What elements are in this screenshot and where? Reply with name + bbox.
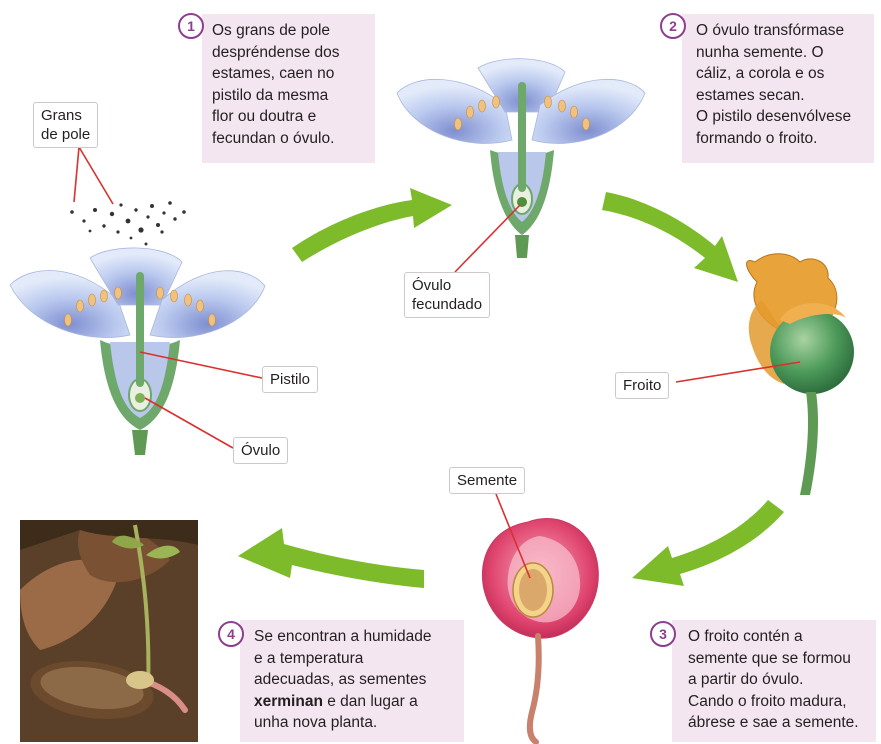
step-2-text: O óvulo transfórmase nunha semente. O cá…	[688, 20, 866, 149]
fertilized-ovule-label: Óvulo fecundado	[404, 272, 490, 318]
step-1-text: Os grans de pole despréndense dos estame…	[208, 20, 367, 149]
pollen-label-line: Grans	[41, 106, 90, 125]
step-4-line: adecuadas, as sementes	[254, 669, 456, 691]
arrow-2-to-3	[602, 192, 738, 282]
step-2-line: O pistilo desenvólvese	[696, 106, 866, 128]
flower-illustration-2	[397, 59, 645, 258]
step-3-box: O froito contén a semente que se formou …	[672, 620, 876, 742]
step-2-number-badge: 2	[660, 13, 686, 39]
step-4-line: xerminan e dan lugar a	[254, 691, 456, 713]
flower-illustration-1	[10, 248, 265, 455]
step-4-line: e a temperatura	[254, 648, 456, 670]
pollen-label: Grans de pole	[33, 102, 98, 148]
step-1-number-badge: 1	[178, 13, 204, 39]
seedling-photo	[20, 520, 198, 742]
step-4-bold-term: xerminan	[254, 693, 323, 710]
step-3-text: O froito contén a semente que se formou …	[678, 626, 868, 734]
step-3-line: O froito contén a	[688, 626, 868, 648]
step-3-line: Cando o froito madura,	[688, 691, 868, 713]
fruit-illustration	[747, 254, 854, 495]
arrow-1-to-2	[292, 188, 452, 262]
step-2-line: formando o froito.	[696, 128, 866, 150]
step-4-box: Se encontran a humidade e a temperatura …	[240, 620, 464, 742]
step-1-line: pistilo da mesma	[212, 85, 367, 107]
step-4-line-rest: e dan lugar a	[323, 693, 418, 710]
step-2-line: estames secan.	[696, 85, 866, 107]
step-2-line: cáliz, a corola e os	[696, 63, 866, 85]
step-3-line: a partir do óvulo.	[688, 669, 868, 691]
step-1-box: Os grans de pole despréndense dos estame…	[202, 14, 375, 163]
step-3-line: ábrese e sae a semente.	[688, 712, 868, 734]
seed-label: Semente	[449, 467, 525, 494]
arrow-3-to-4	[632, 500, 784, 586]
seed-illustration	[482, 519, 598, 742]
pollen-leader-1	[74, 147, 79, 202]
pollen-label-line: de pole	[41, 125, 90, 144]
pollen-leader-2	[79, 147, 113, 204]
step-2-line: O óvulo transfórmase	[696, 20, 866, 42]
step-4-number-badge: 4	[218, 621, 244, 647]
pistil-label: Pistilo	[262, 366, 318, 393]
step-4-line: unha nova planta.	[254, 712, 456, 734]
arrow-4-to-1	[238, 528, 424, 588]
step-4-text: Se encontran a humidade e a temperatura …	[246, 626, 456, 734]
step-3-line: semente que se formou	[688, 648, 868, 670]
fertilized-ovule-leader	[455, 205, 520, 272]
ovule-leader	[145, 398, 233, 448]
step-2-box: O óvulo transfórmase nunha semente. O cá…	[682, 14, 874, 163]
step-3-number-badge: 3	[650, 621, 676, 647]
step-1-line: Os grans de pole	[212, 20, 367, 42]
fruit-label: Froito	[615, 372, 669, 399]
seedling-photo-art	[20, 520, 198, 742]
step-1-line: fecundan o óvulo.	[212, 128, 367, 150]
step-1-line: estames, caen no	[212, 63, 367, 85]
pollen-grains	[70, 201, 186, 245]
step-4-line: Se encontran a humidade	[254, 626, 456, 648]
fertilized-ovule-label-line: Óvulo	[412, 276, 482, 295]
step-1-line: despréndense dos	[212, 42, 367, 64]
ovule-label: Óvulo	[233, 437, 288, 464]
fertilized-ovule-label-line: fecundado	[412, 295, 482, 314]
step-2-line: nunha semente. O	[696, 42, 866, 64]
step-1-line: flor ou doutra e	[212, 106, 367, 128]
